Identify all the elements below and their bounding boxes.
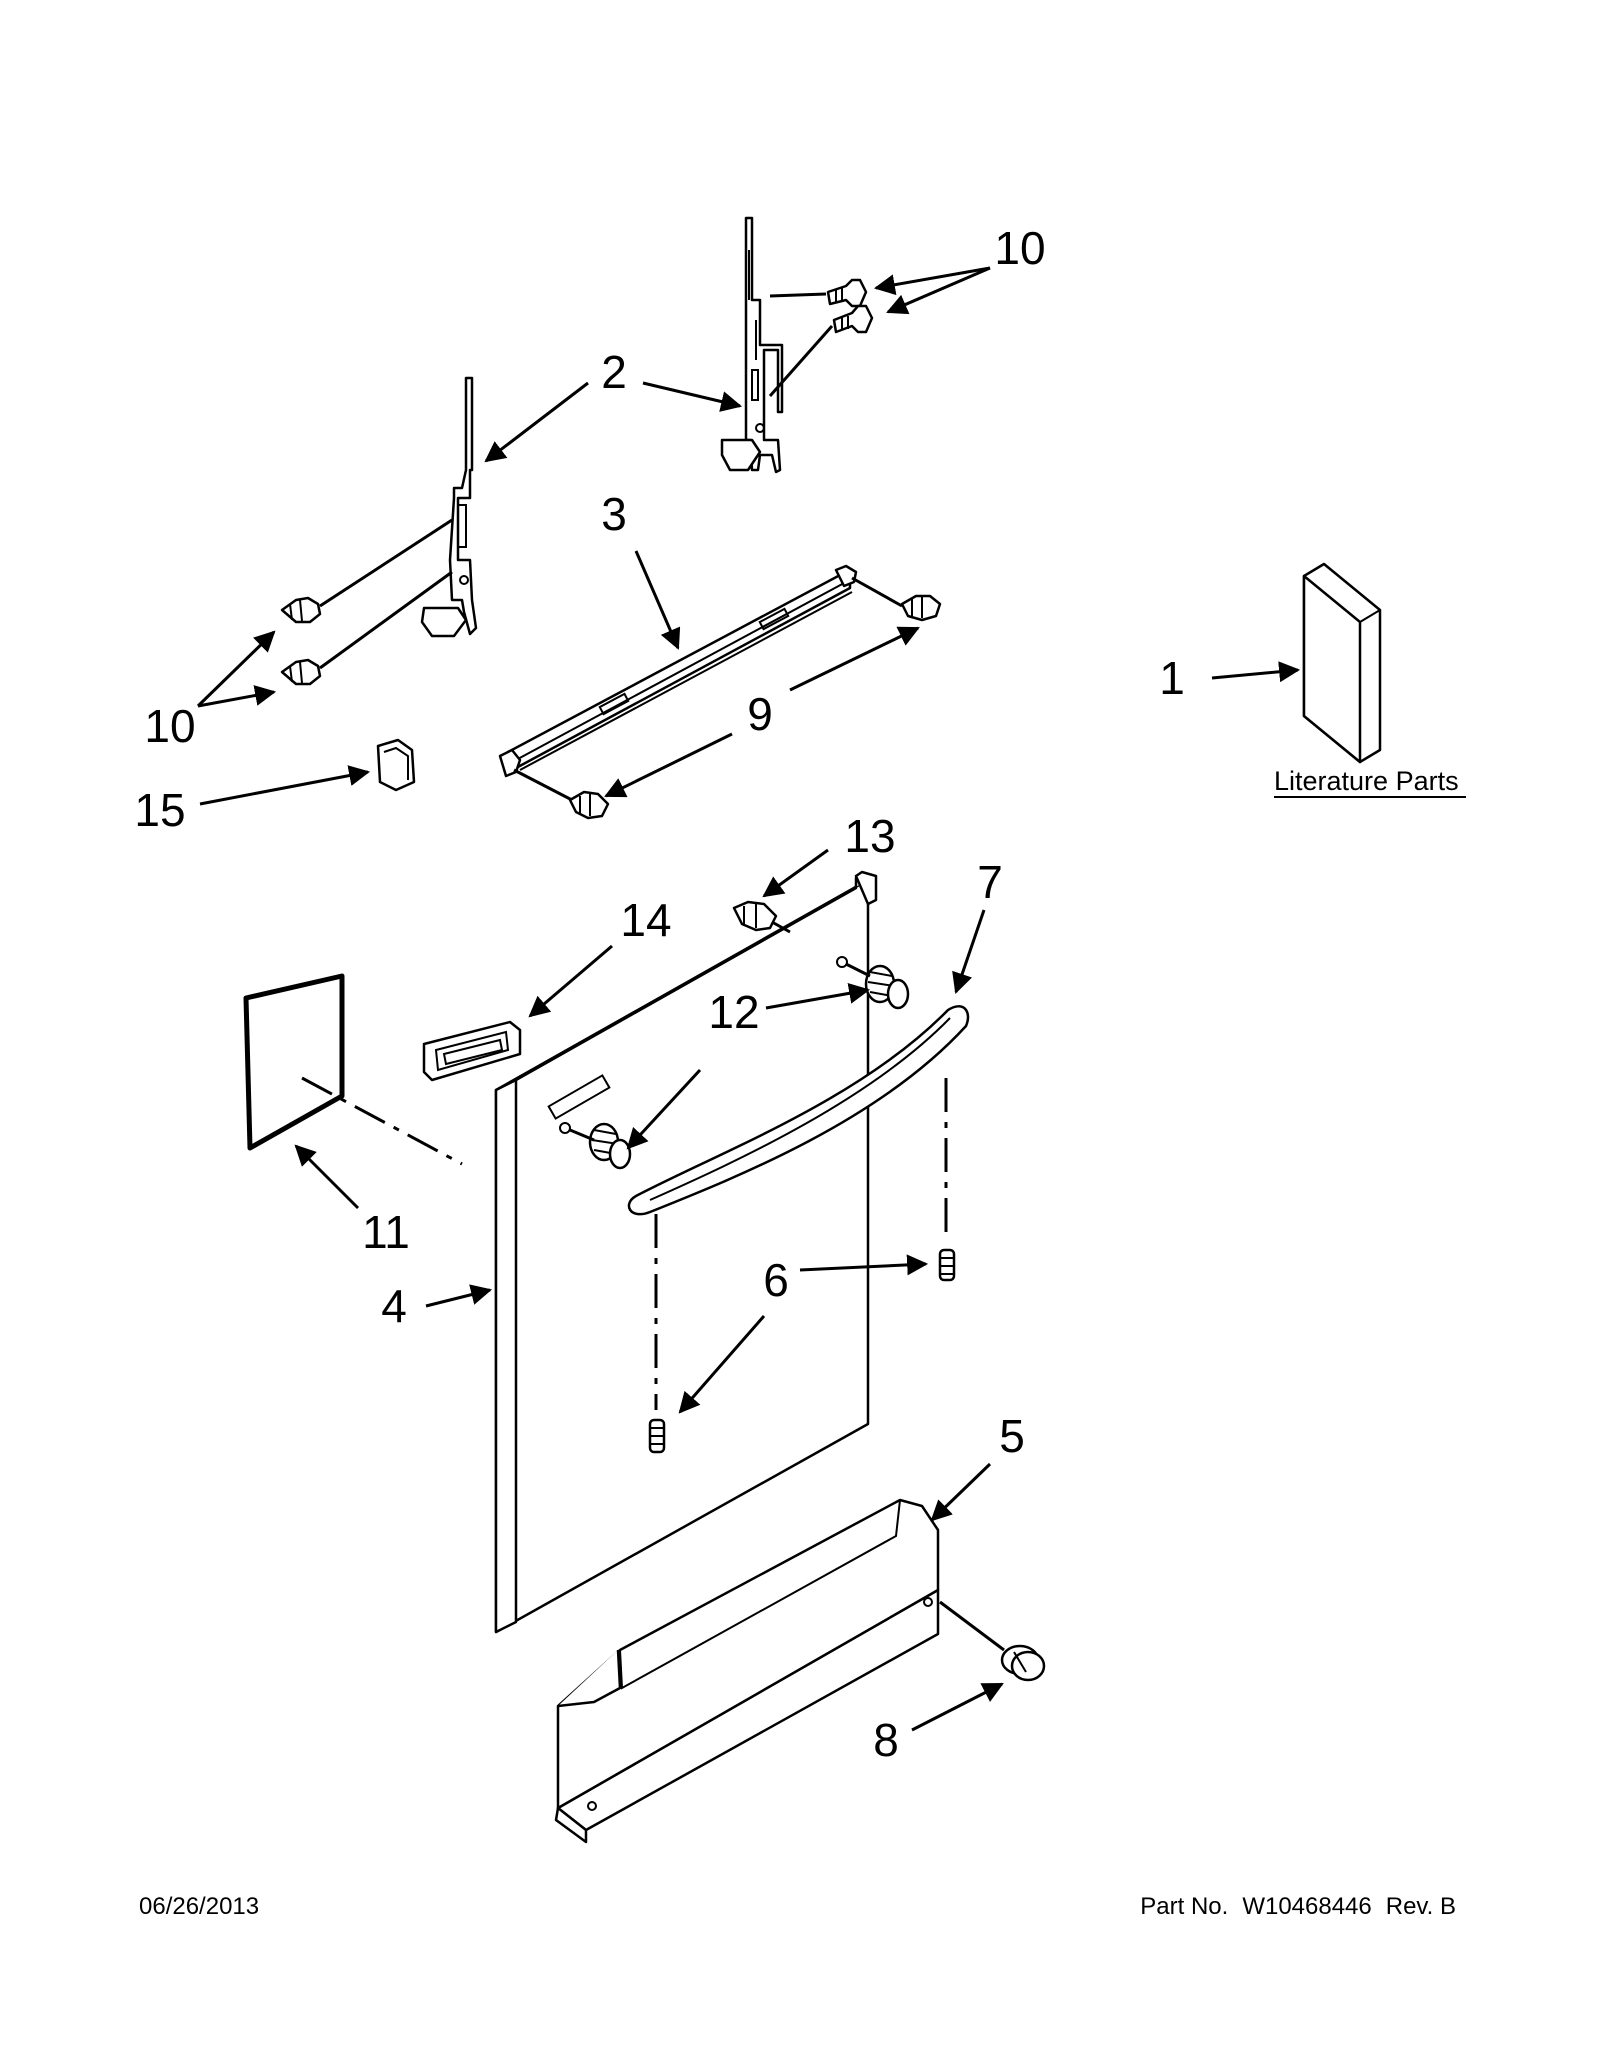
callout-14: 14 — [620, 894, 671, 946]
callout-13: 13 — [844, 810, 895, 862]
callout-3: 3 — [601, 488, 627, 540]
callout-9: 9 — [747, 688, 773, 740]
rail-3 — [498, 564, 858, 778]
screw-10-left-1 — [280, 596, 322, 624]
gasket-11 — [243, 973, 345, 1151]
callout-5: 5 — [999, 1410, 1025, 1462]
callout-6: 6 — [763, 1254, 789, 1306]
callout-1: 1 — [1159, 652, 1185, 704]
callout-11: 11 — [362, 1206, 410, 1258]
callout-7: 7 — [977, 856, 1003, 908]
screw-9-left — [568, 790, 610, 820]
set-screw-6-left — [648, 1418, 666, 1454]
literature-parts-label: Literature Parts — [1274, 766, 1459, 796]
footer-part-info: Part No. W10468446 Rev. B — [1126, 1893, 1456, 1921]
screw-13 — [732, 900, 778, 932]
vent-14 — [422, 1020, 522, 1082]
toekick-5 — [554, 1498, 940, 1844]
screw-10-top-2 — [832, 304, 874, 334]
hinge-right — [720, 216, 784, 474]
part-label: Part No. — [1140, 1893, 1229, 1920]
callout-10-top: 10 — [994, 222, 1045, 274]
callout-8: 8 — [873, 1714, 899, 1766]
callout-10-left: 10 — [144, 700, 195, 752]
door-panel-4 — [494, 870, 878, 1634]
clip-15 — [376, 738, 416, 792]
screw-10-top-1 — [826, 278, 868, 308]
handle-7 — [627, 1005, 970, 1216]
screw-9-right — [900, 594, 942, 622]
callout-12: 12 — [708, 986, 759, 1038]
hinge-left — [420, 376, 478, 638]
callout-2: 2 — [601, 346, 627, 398]
callout-15: 15 — [134, 784, 185, 836]
set-screw-6-right — [938, 1248, 956, 1282]
revision: Rev. B — [1385, 1893, 1456, 1920]
screw-10-left-2 — [280, 658, 322, 686]
callout-4: 4 — [381, 1280, 407, 1332]
screw-8 — [1000, 1644, 1046, 1682]
handle-mount-12-right — [864, 964, 910, 1010]
literature-booklet — [1302, 562, 1382, 764]
handle-mount-12-left — [588, 1122, 632, 1170]
leader-arrows — [196, 266, 1301, 1732]
part-number: W10468446 — [1242, 1893, 1372, 1920]
footer-date: 06/26/2013 — [139, 1893, 260, 1920]
